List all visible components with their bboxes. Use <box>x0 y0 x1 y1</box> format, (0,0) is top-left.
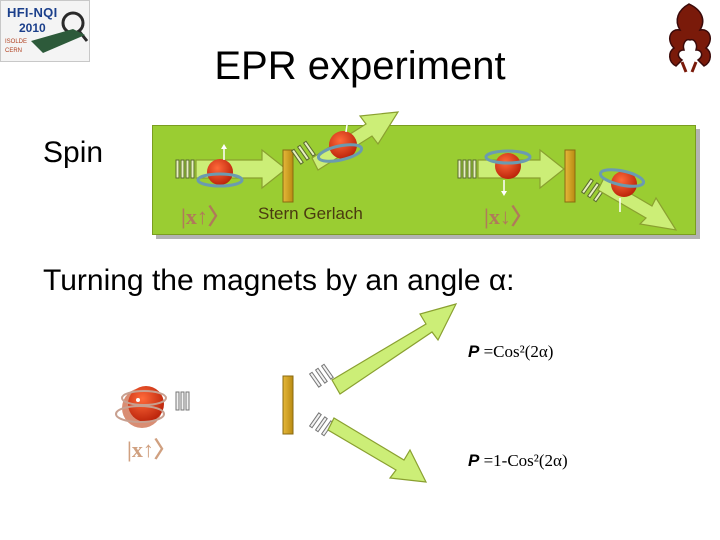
logo-graphic <box>31 11 89 53</box>
ket-x-down-label: |x↓〉 <box>484 204 533 229</box>
probability-lower: P =1-Cos²(2α) <box>468 451 568 471</box>
logo-year: 2010 <box>19 21 46 35</box>
magnet-icon <box>282 149 294 203</box>
prob-lower-symbol: P <box>468 451 480 470</box>
slits-upper-out <box>308 363 334 388</box>
particle-icon <box>495 153 521 179</box>
ket-x-up-label: |x↑〉 <box>181 204 230 229</box>
slits-lower-out <box>308 412 334 437</box>
page-title: EPR experiment <box>214 44 506 88</box>
prob-upper-expression: =Cos²(2α) <box>479 342 554 361</box>
beam-arrow-lower <box>327 417 428 483</box>
beam-arrow-upper <box>331 303 458 395</box>
ket-x-up-lower-label: |x↑〉 <box>127 437 176 462</box>
source-slits-lower <box>175 391 190 411</box>
beam-arrow-icon <box>477 148 565 190</box>
beam-arrow-icon <box>195 148 287 190</box>
spin-ring-icon <box>484 149 532 165</box>
magnet-icon <box>282 375 294 435</box>
turning-label: Turning the magnets by an angle α: <box>43 264 515 297</box>
emblem-icon <box>669 3 711 73</box>
source-slits-mid <box>290 140 316 165</box>
magnet-icon <box>564 149 576 203</box>
lower-particle-cluster <box>115 386 167 428</box>
spin-ring-icon <box>598 168 646 188</box>
spin-label: Spin <box>43 136 104 169</box>
stern-gerlach-label: Stern Gerlach <box>258 204 363 223</box>
logo-title: HFI-NQI <box>7 5 58 20</box>
spin-ring-icon <box>196 172 244 188</box>
spin-ring-icon <box>316 143 364 163</box>
prob-lower-expression: =1-Cos²(2α) <box>479 451 568 470</box>
probability-upper: P =Cos²(2α) <box>468 342 553 362</box>
source-slits-right <box>457 159 477 179</box>
logo-line2: CERN <box>5 48 23 54</box>
logo-line1: ISOLDE <box>5 39 28 45</box>
particle-icon <box>207 159 233 185</box>
source-slits-left <box>175 159 195 179</box>
conference-logo: HFI-NQI 2010 ISOLDE CERN <box>0 0 90 62</box>
prob-upper-symbol: P <box>468 342 480 361</box>
